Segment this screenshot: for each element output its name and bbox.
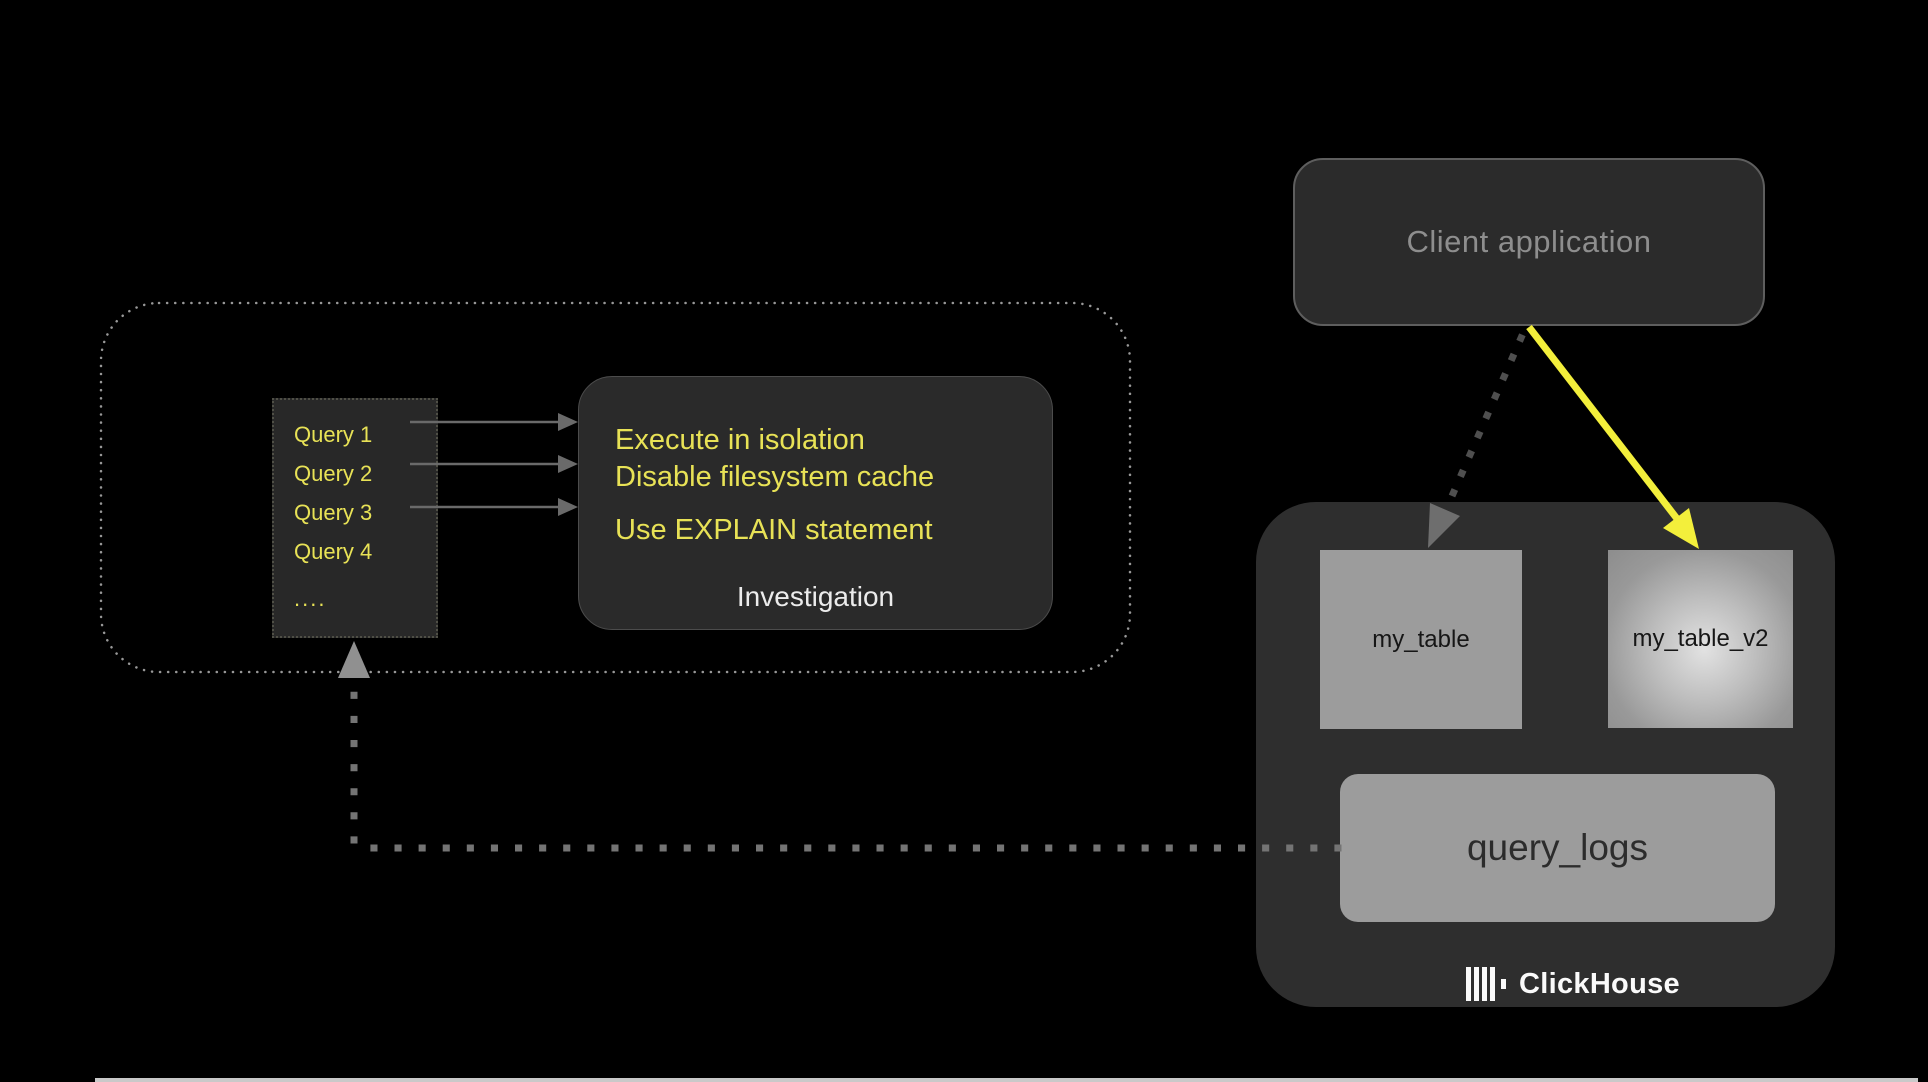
clickhouse-container: my_table my_table_v2 query_logs ClickHou… bbox=[1256, 502, 1835, 1007]
tip-disable-fs-cache: Disable filesystem cache bbox=[615, 461, 935, 493]
my-table-box: my_table bbox=[1320, 550, 1522, 729]
query-list-item: Query 4 bbox=[294, 539, 373, 564]
query-logs-box: query_logs bbox=[1340, 774, 1775, 922]
query-list-item: Query 1 bbox=[294, 422, 373, 447]
query-list-ellipsis: .... bbox=[294, 586, 327, 611]
clickhouse-brand-label: ClickHouse bbox=[1519, 967, 1680, 1000]
investigation-box: Execute in isolation Disable filesystem … bbox=[578, 376, 1053, 630]
client-application-box: Client application bbox=[1293, 158, 1765, 326]
my-table-v2-box: my_table_v2 bbox=[1608, 550, 1793, 728]
client-application-label: Client application bbox=[1406, 224, 1652, 259]
my-table-label: my_table bbox=[1372, 625, 1470, 653]
query-list-item: Query 2 bbox=[294, 461, 373, 486]
bottom-scroll-strip bbox=[95, 1078, 1918, 1082]
clickhouse-logo-icon bbox=[1466, 967, 1506, 1001]
query-list-item: Query 3 bbox=[294, 500, 373, 525]
my-table-v2-label: my_table_v2 bbox=[1632, 625, 1769, 652]
tip-use-explain: Use EXPLAIN statement bbox=[615, 514, 933, 546]
tip-execute-isolation: Execute in isolation bbox=[615, 424, 865, 456]
investigation-label: Investigation bbox=[736, 581, 895, 612]
query-logs-label: query_logs bbox=[1466, 827, 1648, 868]
clickhouse-brand: ClickHouse bbox=[1466, 964, 1680, 1004]
query-logs-feedback-arrow bbox=[338, 641, 1342, 852]
query-list-box: Query 1 Query 2 Query 3 Query 4 .... bbox=[272, 398, 438, 638]
